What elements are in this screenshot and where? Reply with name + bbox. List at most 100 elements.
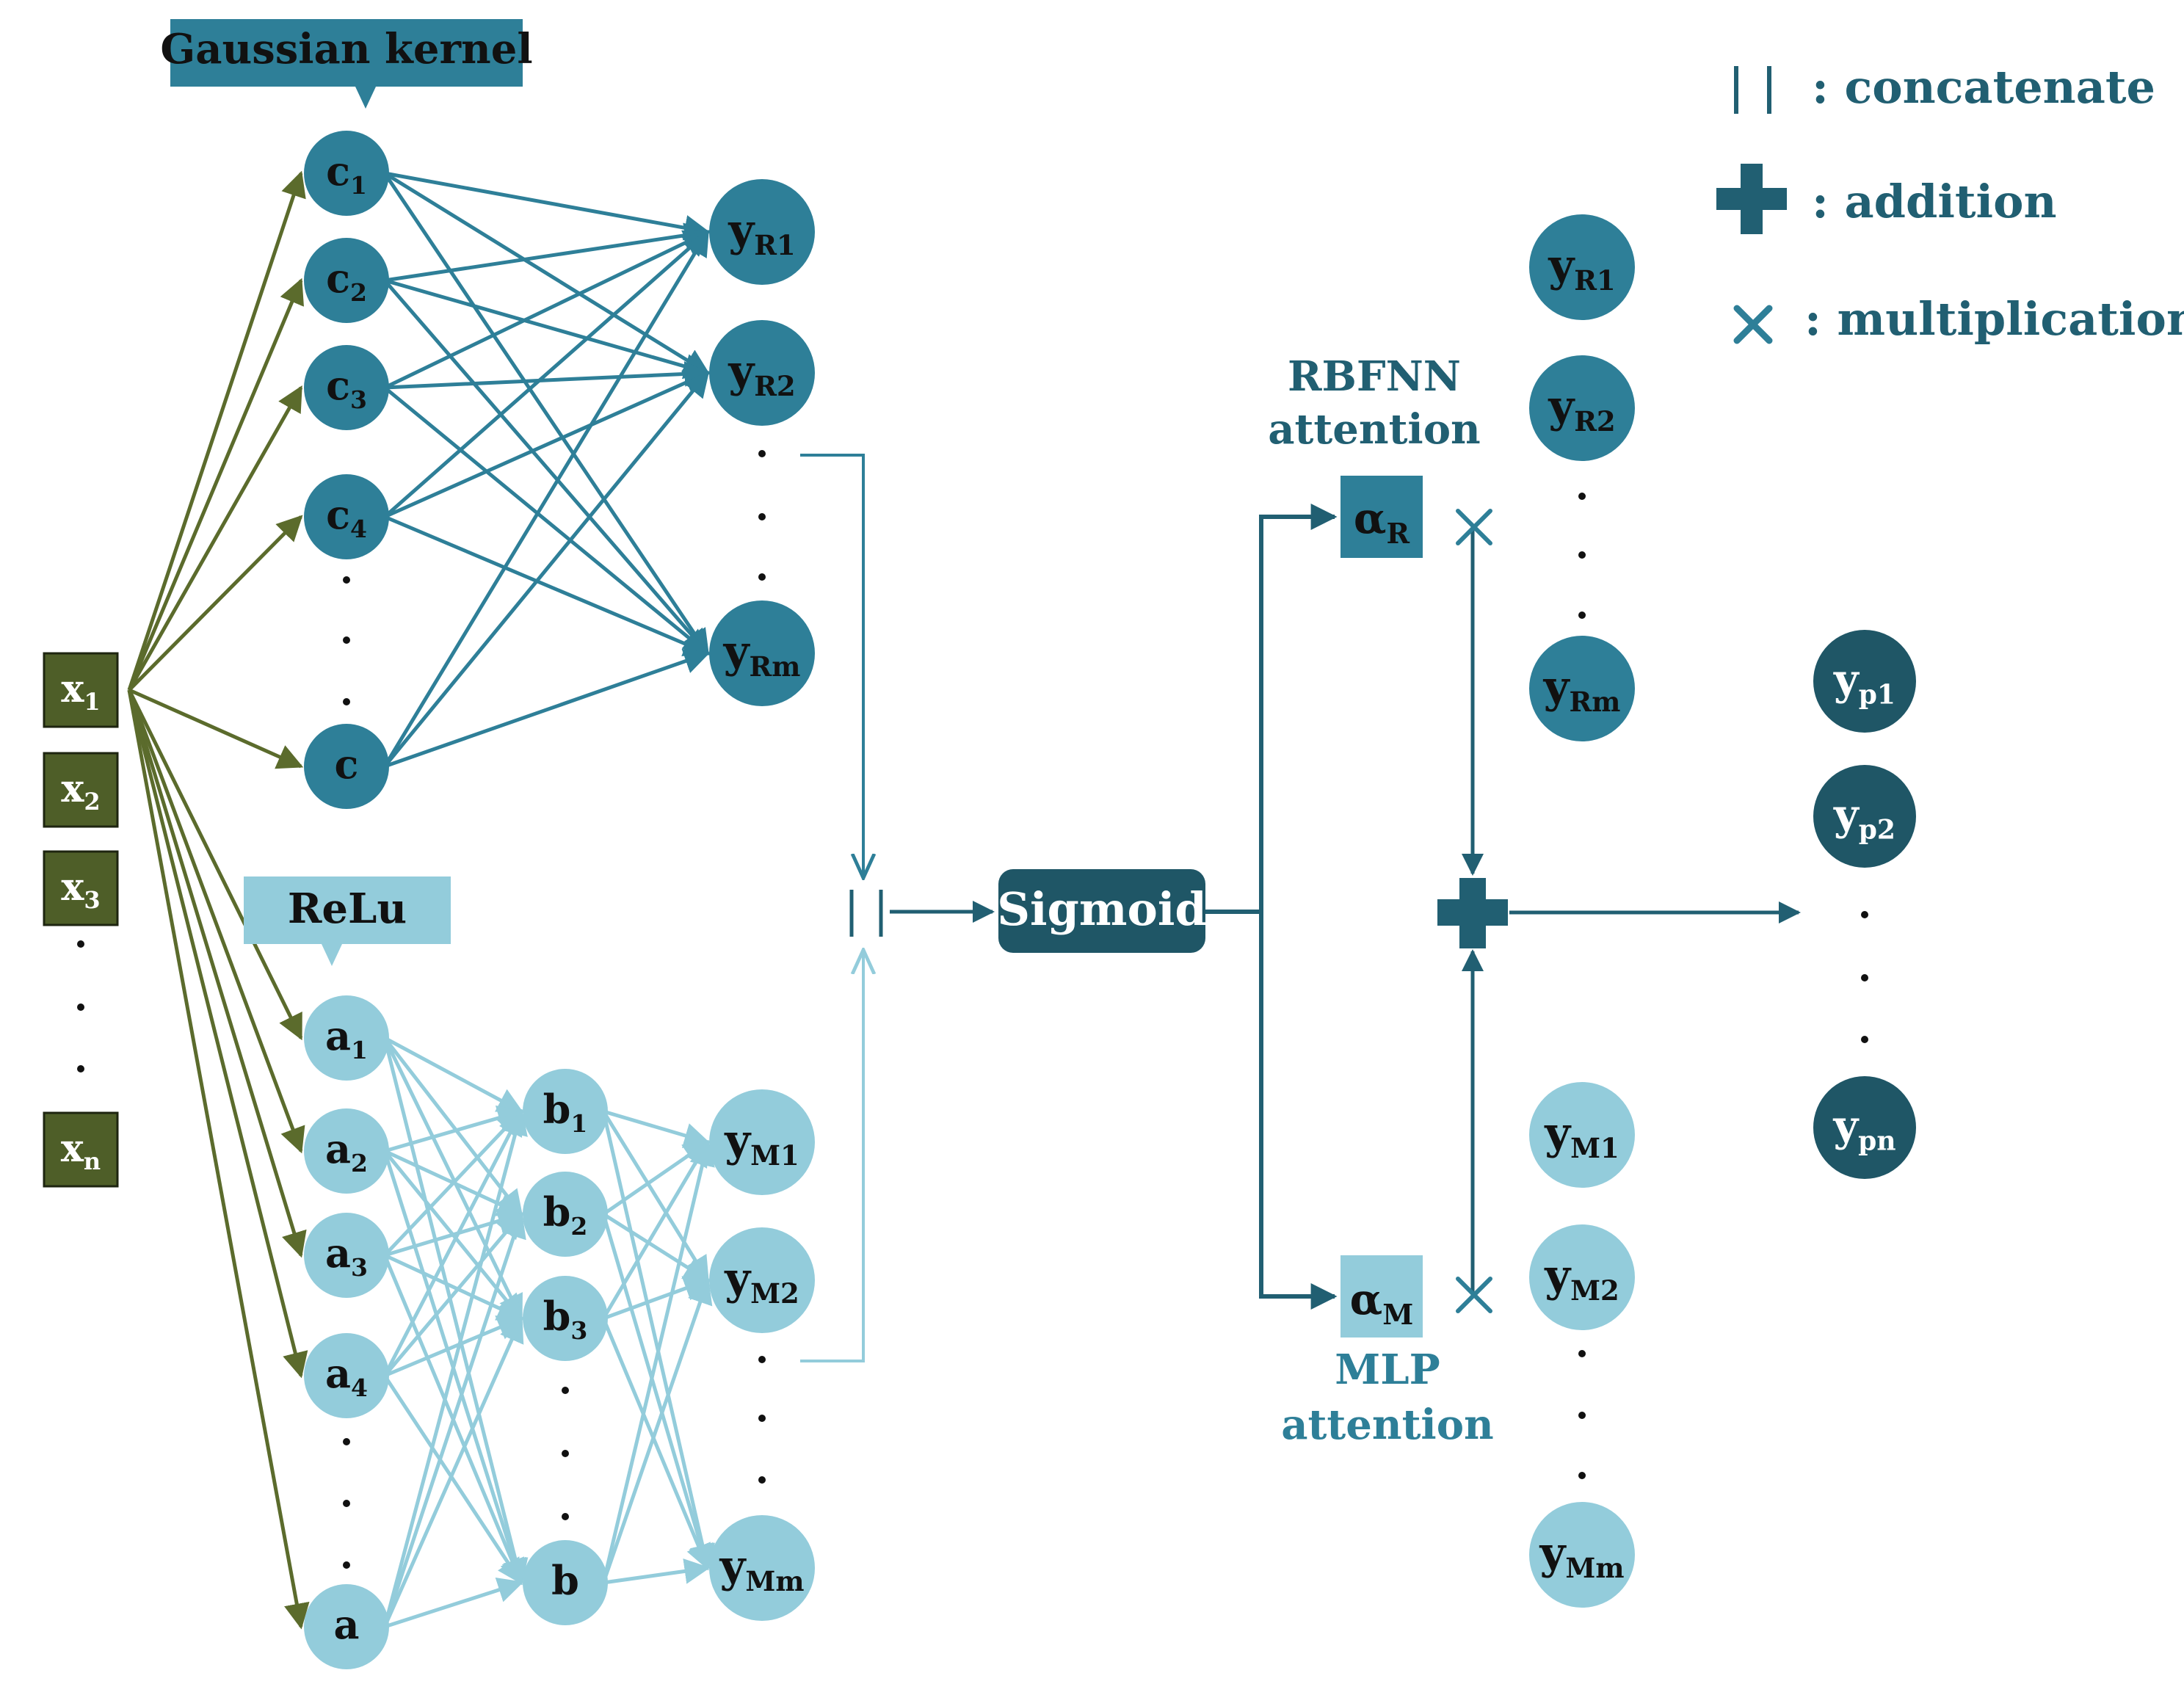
edge-b2-ym3 (601, 1213, 714, 1571)
rbf-output-node-1-label: yR1 (728, 205, 795, 261)
attended-rbf-node-1-label-sub: R1 (1574, 264, 1616, 297)
attended-mlp-node-1 (1529, 1082, 1635, 1188)
edge-a5-b2 (382, 1211, 526, 1627)
input-node-1-label-base: x (61, 667, 84, 711)
attended-mlp-node-3-label-base: y (1539, 1528, 1567, 1579)
rbf-hidden-node-1-label-sub: 1 (350, 171, 367, 200)
rbf-output-node-1-label-sub: R1 (754, 229, 796, 261)
prediction-node-2 (1813, 765, 1916, 868)
edge-x1-c5 (128, 688, 304, 769)
attended-rbf-node-1-label-base: y (1548, 240, 1575, 291)
mlp-layer1-node-3-label-sub: 3 (351, 1253, 368, 1282)
ellipsis-dot-8-2 (1578, 1412, 1586, 1419)
edge-x1-a3 (127, 689, 307, 1258)
attended-rbf-node-2 (1529, 355, 1635, 461)
ellipsis-dot-2-1 (343, 576, 350, 584)
rbf-hidden-node-4 (304, 474, 389, 559)
edge-a5-b3 (382, 1315, 524, 1628)
rbf-output-node-3-label-sub: Rm (749, 650, 800, 683)
edge-b4-ym1 (601, 1139, 715, 1583)
mlp-output-node-3 (709, 1515, 815, 1621)
attended-rbf-node-2-label-base: y (1548, 381, 1575, 432)
ellipsis-dot-1-1 (77, 940, 84, 948)
ellipsis-dot-3-2 (758, 513, 766, 520)
mlp-layer1-node-1-label-base: a (325, 1012, 351, 1059)
rbfnn-attention-subtitle: attention (1268, 405, 1481, 454)
rbf-output-node-2-label: yR2 (728, 346, 795, 402)
edge-x1-a5 (127, 689, 310, 1630)
mlp-layer1-node-4-label-sub: 4 (351, 1373, 368, 1402)
ellipsis-dots (77, 450, 1868, 1569)
input-node-2-label-base: x (61, 766, 84, 811)
mlp-output-node-1-label-sub: M1 (750, 1139, 799, 1172)
rbf-output-node-1-label-base: y (728, 205, 755, 256)
ellipsis-dot-7-2 (1578, 551, 1586, 559)
rbf-hidden-node-3 (304, 345, 389, 430)
ellipsis-dot-9-1 (1861, 911, 1868, 918)
rbfnn-attention-title: RBFNN (1288, 352, 1461, 401)
edge-c5-yr2 (383, 371, 710, 768)
mlp-layer1-node-5 (304, 1584, 389, 1669)
mlp-output-node-2-label-sub: M2 (750, 1277, 799, 1310)
edge-c4-yr3 (384, 515, 711, 656)
alpha-m-sub: M (1382, 1298, 1413, 1331)
mlp-layer2-node-3 (523, 1276, 608, 1361)
ellipsis-dot-8-3 (1578, 1472, 1586, 1479)
mlp-layer2-node-4-label: b (551, 1557, 579, 1604)
mlp-layer1-node-1 (304, 995, 389, 1081)
rbf-hidden-node-5-label-base: c (335, 741, 359, 788)
attended-mlp-node-2-label: yM2 (1544, 1250, 1619, 1307)
multiply-m-icon (1456, 1277, 1492, 1313)
edge-x1-a4 (127, 689, 308, 1379)
mlp-layer1-node-5-label-base: a (334, 1601, 360, 1648)
edge-c2-yr3 (383, 279, 710, 656)
rbf-hidden-node-2-label-sub: 2 (350, 278, 367, 307)
ellipsis-dot-3-3 (758, 573, 766, 581)
rbf-output-node-2-label-base: y (728, 346, 755, 397)
edge-c3-yr2 (384, 360, 711, 390)
alpha-m-label: αM (1350, 1274, 1414, 1331)
network-nodes: x1x2x3xnc1c2c3c4cyR1yR2yRma1a2a3a4ab1b2b… (43, 131, 1916, 1669)
mlp-layer2-node-4-label-base: b (551, 1557, 579, 1604)
mlp-layer1-node-1-label-sub: 1 (351, 1036, 368, 1064)
mlp-layer2-node-3-label-base: b (543, 1293, 571, 1340)
edge-b3-ym1 (601, 1139, 710, 1320)
plus-icon (1716, 164, 1787, 234)
prediction-node-1-label-base: y (1833, 654, 1860, 704)
mlp-layer2-node-2-label-base: b (543, 1188, 571, 1235)
attended-mlp-node-1-label: yM1 (1544, 1108, 1619, 1164)
relu-label: ReLu (288, 885, 407, 933)
mlp-output-node-1 (709, 1089, 815, 1195)
mlp-layer2-node-1-label-sub: 1 (570, 1109, 587, 1138)
attended-rbf-node-3-label-sub: Rm (1569, 686, 1620, 718)
input-node-3-label: x3 (61, 865, 100, 914)
rbf-hidden-node-1 (304, 131, 389, 216)
relu-callout (244, 876, 451, 966)
edge-a4-b3 (384, 1315, 524, 1378)
mlp-output-node-3-label-sub: Mm (745, 1565, 804, 1597)
ellipsis-dot-1-2 (77, 1003, 84, 1011)
ellipsis-dot-9-3 (1861, 1036, 1868, 1043)
ellipsis-dot-7-3 (1578, 611, 1586, 619)
rbf-hidden-node-2-label: c2 (326, 255, 367, 307)
edge-c5-yr3 (384, 648, 711, 769)
mlp-output-node-1-label: yM1 (724, 1115, 799, 1172)
attended-rbf-node-1-label: yR1 (1548, 240, 1615, 297)
ellipsis-dot-7-1 (1578, 493, 1586, 500)
prediction-node-3-label-sub: pn (1858, 1125, 1895, 1156)
multiply-r-icon (1456, 509, 1492, 545)
ellipsis-dot-4-1 (343, 1438, 350, 1445)
input-node-1 (43, 652, 119, 728)
ellipsis-dot-2-2 (343, 636, 350, 644)
edge-c2-yr2 (384, 278, 711, 380)
ellipsis-dot-5-3 (562, 1513, 569, 1520)
rbf-hidden-node-4-label-base: c (326, 491, 350, 538)
mlp-layer1-node-2 (304, 1108, 389, 1194)
ellipsis-dot-8-1 (1578, 1350, 1586, 1357)
attended-mlp-node-1-label-base: y (1544, 1108, 1572, 1159)
mlp-output-node-3-label-base: y (719, 1541, 747, 1592)
edge-b4-ym2 (601, 1277, 713, 1583)
ellipsis-dot-6-3 (758, 1476, 766, 1484)
static-shapes: Gaussian kernel ReLu Sigmoid RBFNN atten… (160, 19, 2184, 1449)
rbf-hidden-node-4-label: c4 (326, 491, 367, 543)
